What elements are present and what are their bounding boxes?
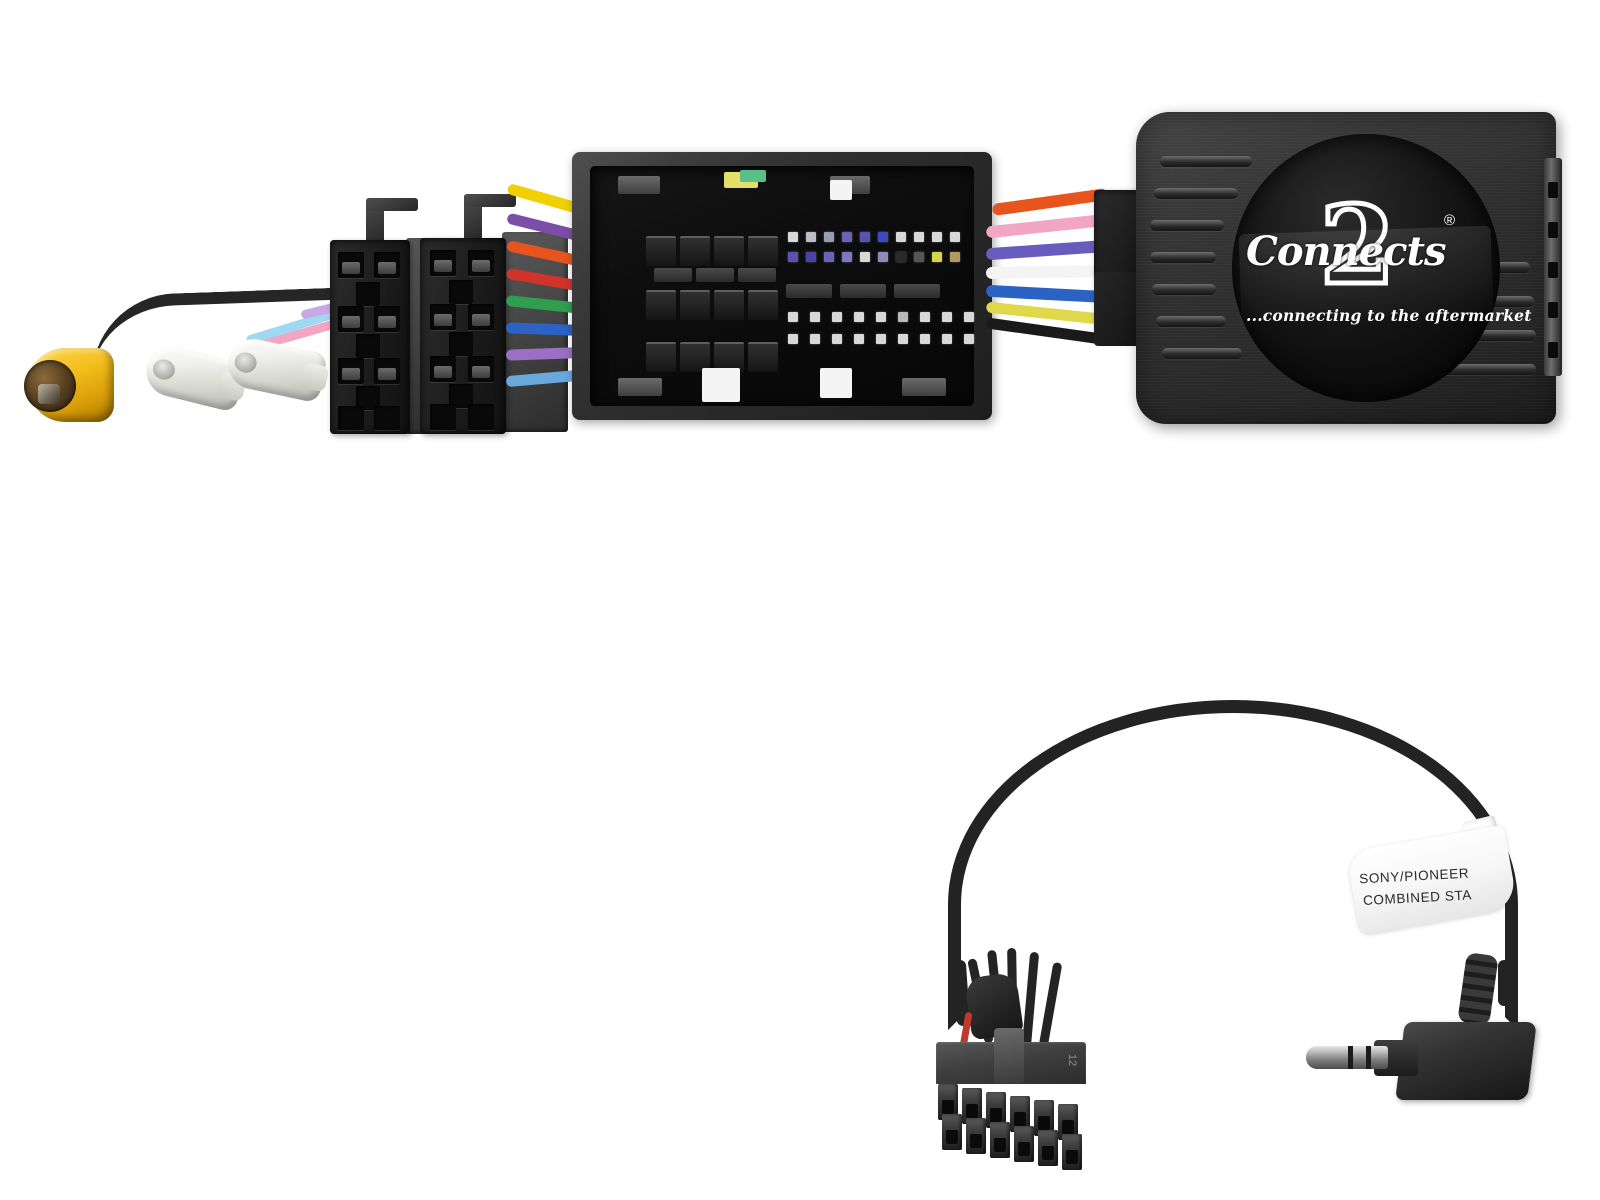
quadlock-connector — [572, 152, 992, 420]
jack-3-5mm — [1296, 952, 1537, 1114]
logo-wordmark: Connects — [1246, 228, 1446, 275]
molex-marking: 12 — [1065, 1053, 1078, 1067]
module-wire-white — [985, 264, 1111, 280]
module-wire-purple — [985, 239, 1111, 261]
swc-interface-module: 2 Connects ® ...connecting to the afterm… — [1136, 112, 1562, 424]
label-line-2: COMBINED STA — [1362, 887, 1473, 909]
registered-trademark-icon: ® — [1444, 212, 1456, 229]
molex-latch — [994, 1028, 1024, 1084]
rca-video-plug — [18, 340, 122, 432]
stalk-cable-right-tail — [1498, 960, 1511, 1006]
module-wire-blue — [985, 284, 1111, 304]
module-wire-orange — [991, 187, 1109, 217]
connects2-logo: 2 Connects ® ...connecting to the afterm… — [1246, 190, 1531, 338]
logo-tagline: ...connecting to the aftermarket — [1246, 306, 1532, 325]
logo-numeral: 2 — [1317, 183, 1397, 309]
label-line-1: SONY/PIONEER — [1358, 865, 1470, 887]
molex-12pin: 12 — [936, 1028, 1086, 1170]
module-wire-pink — [985, 213, 1111, 239]
